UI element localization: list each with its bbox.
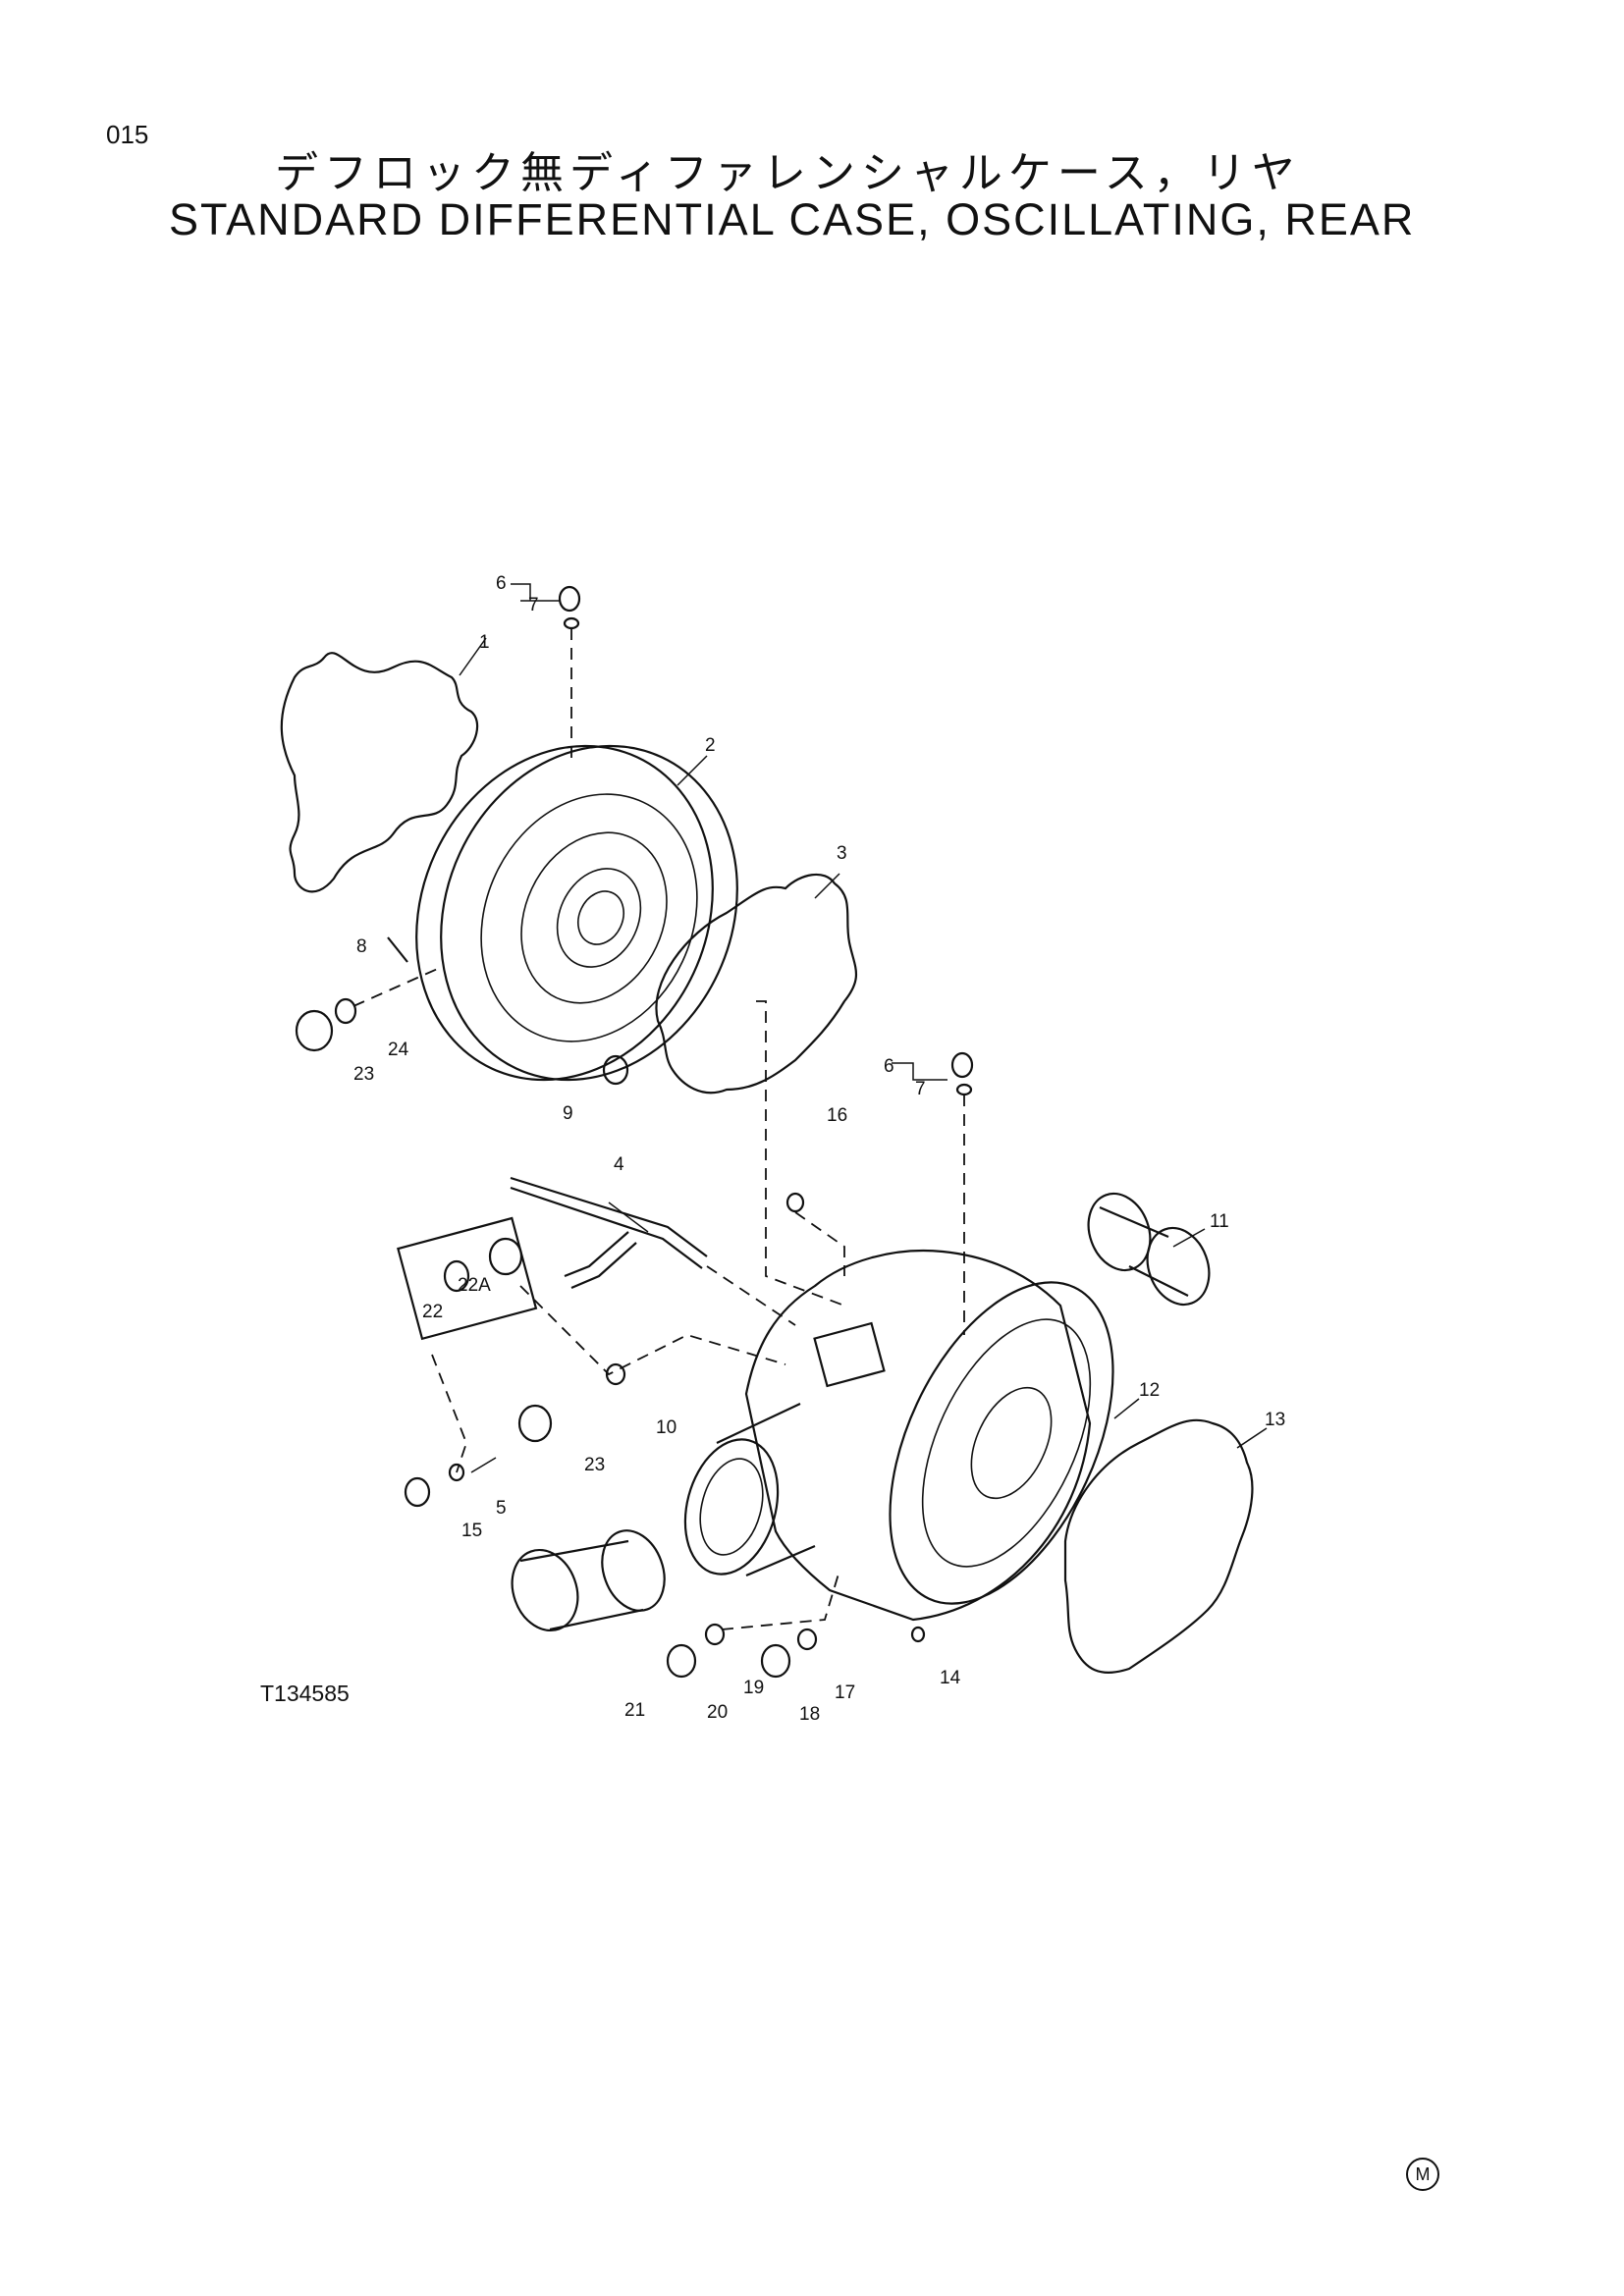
tube-part-4 <box>510 1176 708 1290</box>
callout-10: 10 <box>656 1417 677 1438</box>
drawing-code: T134585 <box>260 1681 350 1706</box>
title-english: STANDARD DIFFERENTIAL CASE, OSCILLATING,… <box>169 194 1416 244</box>
gasket-part-13 <box>1063 1418 1254 1674</box>
gasket-part-3 <box>655 873 858 1095</box>
callout-9: 9 <box>563 1103 573 1124</box>
callout-5: 5 <box>496 1498 507 1519</box>
callout-7-upper: 7 <box>528 595 539 615</box>
callout-14: 14 <box>940 1668 961 1688</box>
callout-24: 23 <box>353 1064 374 1085</box>
assembly-lines <box>352 628 965 1630</box>
callout-17: 17 <box>835 1682 855 1703</box>
page-number: 015 <box>106 120 149 149</box>
callout-1: 1 <box>479 632 490 653</box>
callout-16: 16 <box>827 1105 847 1126</box>
callout-6-upper: 6 <box>496 573 507 594</box>
callout-7-lower: 7 <box>915 1079 926 1099</box>
callout-12: 12 <box>1139 1380 1160 1401</box>
inset-box-22 <box>397 1216 538 1341</box>
corner-mark: M <box>1406 2158 1439 2191</box>
callout-21: 21 <box>624 1700 645 1721</box>
case-part-12 <box>683 1250 1114 1622</box>
callout-25: 24 <box>388 1040 409 1060</box>
callout-13: 13 <box>1265 1410 1285 1430</box>
callout-3: 3 <box>837 843 847 864</box>
callout-6-lower: 6 <box>884 1056 894 1077</box>
callout-8: 8 <box>356 936 367 957</box>
callout-22a: 22A <box>458 1275 491 1296</box>
callout-11: 11 <box>1210 1211 1229 1232</box>
title-japanese: デフロック無ディファレンシャルケース，リヤ <box>275 148 1301 198</box>
callout-19: 19 <box>743 1678 764 1698</box>
callout-2: 2 <box>705 735 716 756</box>
callout-15: 15 <box>461 1521 482 1541</box>
callout-23: 23 <box>584 1455 605 1475</box>
small-parts <box>295 585 974 1679</box>
leader-lines <box>459 583 1268 1473</box>
callout-labels: 6 7 1 2 3 8 24 23 9 6 7 4 16 11 12 13 22… <box>353 573 1285 1725</box>
gasket-part-1 <box>280 652 479 893</box>
cover-part-2 <box>415 744 738 1082</box>
callout-18: 18 <box>799 1704 820 1725</box>
bushing-part-11 <box>1087 1192 1211 1307</box>
callout-20: 20 <box>707 1702 728 1723</box>
callout-22: 22 <box>422 1302 443 1322</box>
callout-4: 4 <box>614 1154 624 1175</box>
bushing-part-21 <box>511 1529 666 1632</box>
